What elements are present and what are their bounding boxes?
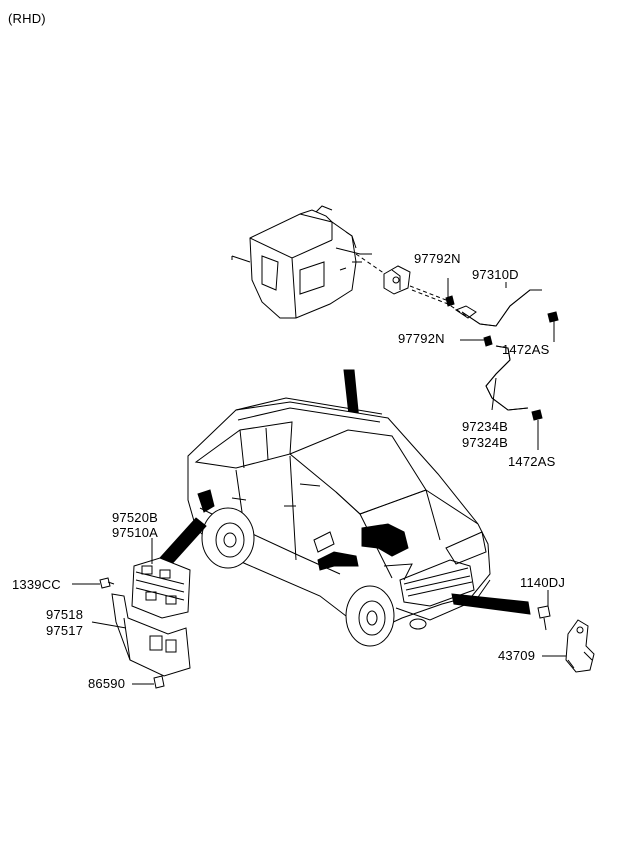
part-label-97510a: 97510A (112, 525, 159, 540)
hose-97234b (485, 345, 529, 411)
part-label-97310d: 97310D (472, 267, 519, 282)
screw-1339cc (99, 577, 115, 589)
part-label-97792n-top: 97792N (414, 251, 461, 266)
heater-location-mark (361, 523, 409, 557)
heater-control-unit (131, 557, 191, 619)
clamp-1472as-top (547, 311, 559, 323)
variant-label: (RHD) (8, 11, 46, 26)
part-label-97517: 97517 (46, 623, 84, 638)
part-label-1472as-bot: 1472AS (508, 454, 556, 469)
clip-97792n-mid (483, 335, 493, 347)
part-label-1472as-top: 1472AS (502, 342, 550, 357)
part-label-97518: 97518 (46, 607, 84, 622)
part-label-97234b: 97234B (462, 419, 509, 434)
screw-86590 (153, 675, 165, 689)
part-label-1140dj: 1140DJ (520, 575, 566, 590)
part-label-43709: 43709 (498, 648, 536, 663)
hose-location-mark (317, 551, 359, 571)
bracket-block (383, 265, 411, 295)
part-label-97792n-mid: 97792N (398, 331, 445, 346)
wheel-rear (201, 507, 255, 569)
clip-97792n-top (445, 295, 455, 307)
car-body (187, 397, 491, 631)
part-label-97520b: 97520B (112, 510, 159, 525)
clamp-1472as-bot (531, 409, 543, 421)
sensor-43709 (565, 619, 595, 673)
control-location-mark (197, 489, 215, 513)
part-label-1339cc: 1339CC (12, 577, 61, 592)
arrow-car-to-sensor (451, 593, 531, 615)
arrow-car-to-controller (159, 517, 207, 567)
wheel-front (345, 585, 395, 647)
bracket-97518 (111, 593, 191, 677)
part-label-86590: 86590 (88, 676, 126, 691)
part-label-97324b: 97324B (462, 435, 509, 450)
hose-97310d (454, 289, 542, 327)
bolt-1140dj (537, 605, 551, 631)
heater-unit (231, 205, 372, 319)
